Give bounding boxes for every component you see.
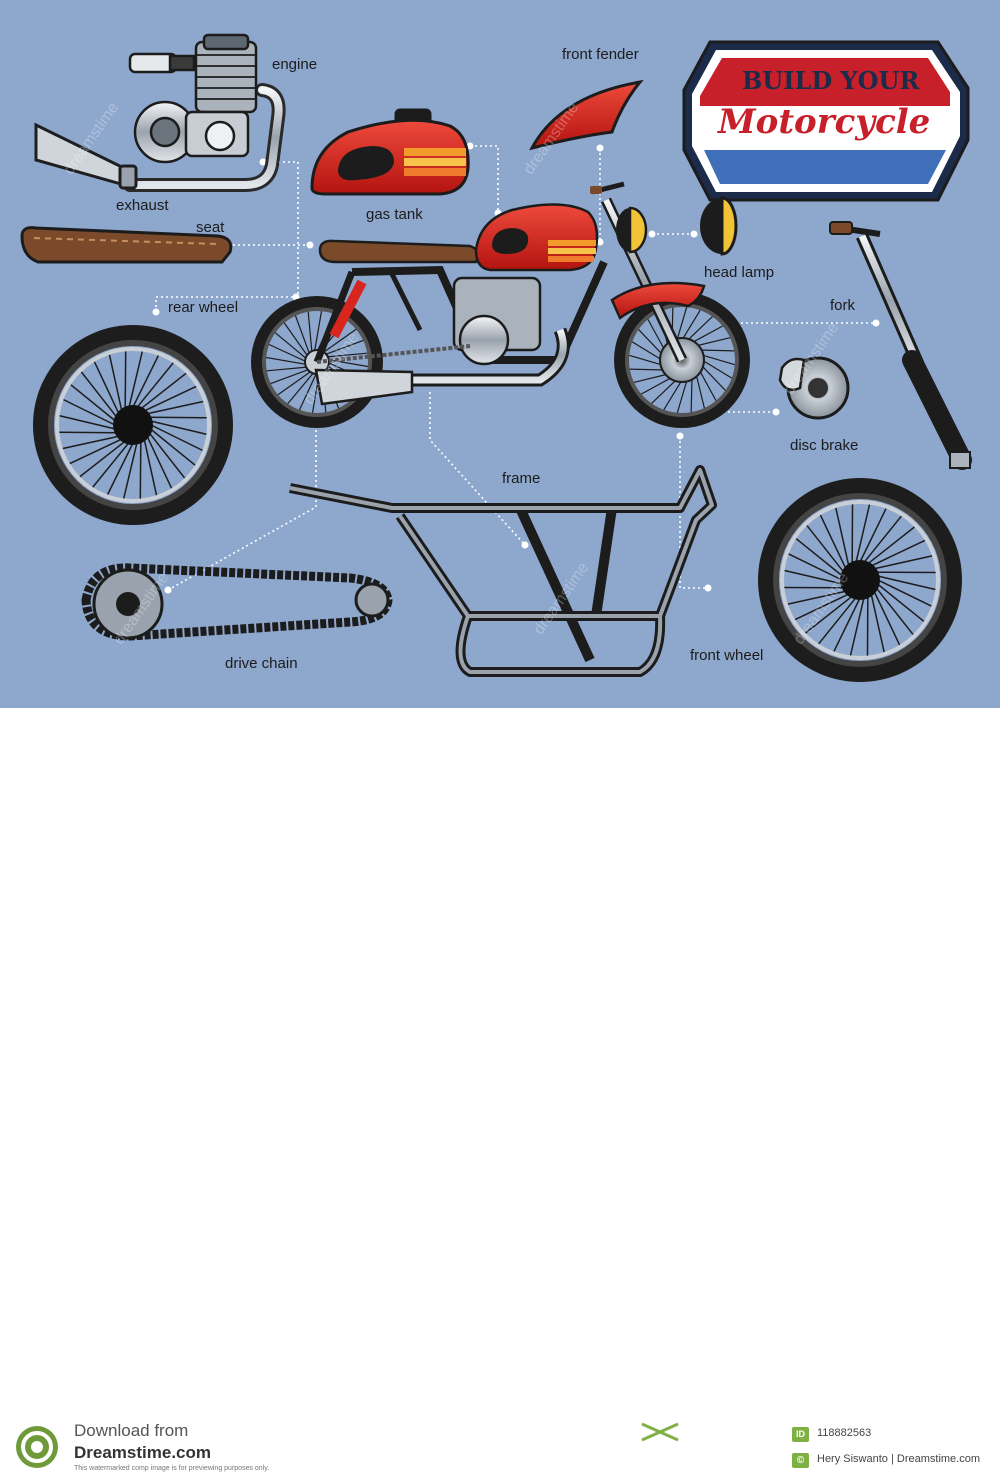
badge-title-line1: BUILD YOUR [742,66,919,95]
wheel-spoke [149,417,206,418]
label-head-lamp: head lamp [704,264,774,281]
label-front-fender: front fender [562,46,639,63]
label-exhaust: exhaust [116,197,169,214]
copyright-badge: © [792,1453,809,1468]
wheel-spoke [59,432,116,433]
wheel-spoke [691,377,692,412]
rear-wheel-part [33,325,233,525]
download-from-text: Download from [74,1421,188,1441]
label-fork: fork [830,297,855,314]
wheel-spoke [140,441,141,498]
footer-bar: Download from Dreamstime.com This waterm… [0,708,1000,776]
scissors-icon [638,1420,684,1444]
id-badge: ID [792,1427,809,1442]
label-engine: engine [272,56,317,73]
front-wheel-part [758,478,962,682]
wheel-spoke [699,350,734,351]
label-gas-tank: gas tank [366,206,423,223]
illustration-canvas: BUILD YOUR Motorcycle engine exhaust gas… [0,0,1000,708]
label-disc-brake: disc brake [790,437,858,454]
gas-tank-leader [470,146,498,213]
frame-leader [430,392,525,545]
gas-tank-part [312,110,468,194]
label-front-wheel: front wheel [690,647,763,664]
wheel-spoke [630,369,665,370]
head-lamp-part [700,198,736,254]
fork-part [830,222,970,468]
label-seat: seat [196,219,224,236]
label-drive-chain: drive chain [225,655,298,672]
badge-title-line2: Motorcycle [718,102,930,142]
label-frame: frame [502,470,540,487]
image-id: 118882563 [817,1427,871,1439]
dreamstime-logo-icon [14,1424,60,1470]
engine-part [130,35,256,162]
label-rear-wheel: rear wheel [168,299,238,316]
wheel-spoke [125,351,126,408]
preview-note: This watermarked comp image is for previ… [74,1465,269,1472]
author-credit: Hery Siswanto | Dreamstime.com [817,1453,980,1465]
dreamstime-site-link[interactable]: Dreamstime.com [74,1443,211,1463]
